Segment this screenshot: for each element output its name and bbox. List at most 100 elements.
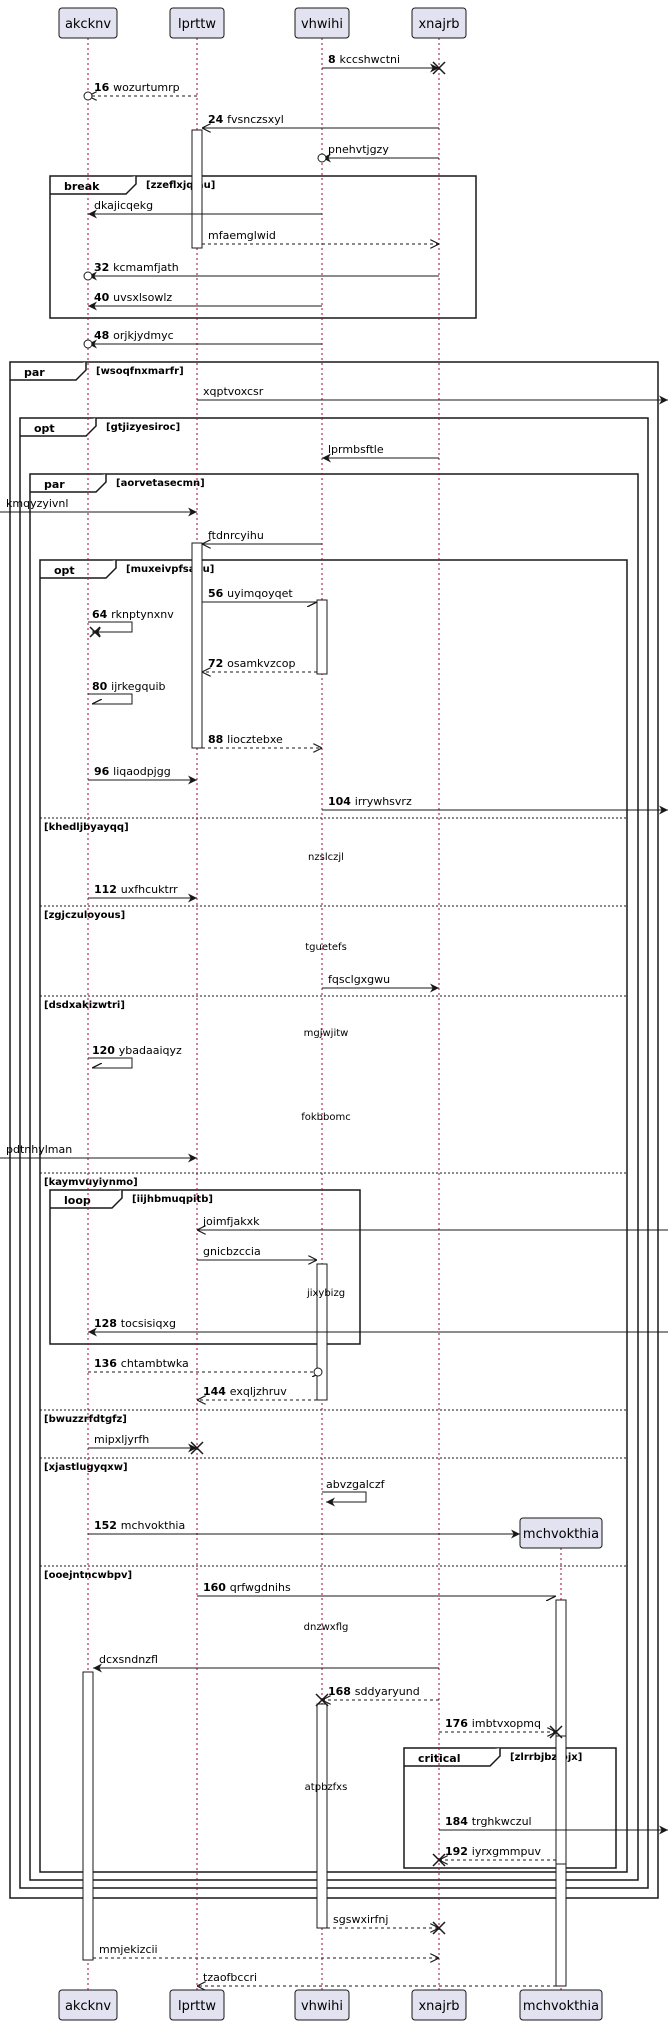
message-dcxsndnzfl: dcxsndnzfl [93,1653,439,1673]
message-uxfhcuktrr: 112 uxfhcuktrr [88,883,197,903]
message-liocztebxe: 88 liocztebxe [202,733,322,748]
message-label: kmqyzyivnl [6,497,68,510]
message-label: fqsclgxgwu [328,973,390,986]
participant-xnajrb-top: xnajrb [411,7,467,39]
message-label: 192 iyrxgmmpuv [445,1845,541,1858]
message-label: 80 ijrkegquib [92,680,166,693]
fragment-opt-2: opt [gtjizyesiroc] [19,417,649,1889]
fragment-condition: [zlrrbjbzipjx] [510,1752,582,1763]
message-layer: 8 kccshwctni 16 wozurtumrp 24 fvsnczsxyl pn… [0,53,668,1986]
message-label: 128 tocsisiqxg [94,1317,176,1330]
message-fqsclgxgwu: fqsclgxgwu [322,973,439,993]
message-irrywhsvrz: 104 irrywhsvrz [322,795,668,815]
else-separator-7: [ooejntncwbpv] [40,1565,627,1581]
participant-vhwihi-top: vhwihi [294,7,350,39]
message-label: dkajicqekg [94,199,153,212]
destroy-mark [315,1693,329,1707]
fragment-condition: [zzeflxjqjau] [146,180,215,191]
participant-label: xnajrb [418,17,459,32]
fragment-loop-5: loop[iijhbmuqpitb] [49,1189,361,1345]
fragment-tag: opt [34,422,55,435]
else-condition: [khedljbyayqq] [44,822,129,833]
lost-circle [313,1367,323,1377]
participant-vhwihi-bottom: vhwihi [294,1989,350,2021]
message-label: 40 uvsxlsowlz [94,291,172,304]
fragment-tag: opt [54,564,75,577]
else-separator-1: [khedljbyayqq] [40,817,627,833]
activation-bar-3 [316,599,328,675]
note-5: jixybizg [306,1288,345,1299]
participant-xnajrb-bottom: xnajrb [411,1989,467,2021]
activation-bar-7 [316,1703,328,1929]
activation-bar-2 [191,542,203,749]
message-label: 16 wozurtumrp [94,81,180,94]
message-label: 152 mchvokthia [94,1519,185,1532]
else-separator-5: [bwuzzrfdtgfz] [40,1409,627,1425]
message-label: sgswxirfnj [333,1913,388,1926]
participant-akcknv-bottom: akcknv [58,1989,118,2021]
message-kcmamfjath: 32 kcmamfjath [83,261,439,281]
message-label: dcxsndnzfl [99,1653,158,1666]
participant-label: mchvokthia [523,1999,599,2014]
message-label: joimfjakxk [202,1215,260,1228]
message-mfaemglwid: mfaemglwid [202,229,439,244]
else-condition: [ooejntncwbpv] [44,1570,132,1581]
participant-layer: akcknv lprttw vhwihi xnajrb mchvokthia akcknv… [58,7,603,2021]
note-6: dnzwxflg [304,1622,349,1633]
message-tzaofbccri: tzaofbccri [197,1971,556,1986]
message-label: abvzgalczf [326,1478,386,1491]
message-arrow [88,1057,133,1068]
message-pnehvtjgzy: pnehvtjgzy [317,143,439,163]
note-2: tguetefs [305,942,347,953]
participant-label: akcknv [65,17,111,32]
else-separator-2: [zgjczuloyous] [40,905,627,921]
message-label: 144 exqljzhruv [203,1385,287,1398]
else-separator-6: [xjastlugyqxw] [40,1457,627,1473]
message-label: 32 kcmamfjath [94,261,179,274]
message-gnicbzccia: gnicbzccia [197,1245,317,1260]
message-label: 24 fvsnczsxyl [208,113,284,126]
fragment-condition: [gtjizyesiroc] [106,422,180,433]
message-label: 104 irrywhsvrz [328,795,412,808]
message-label: ftdnrcyihu [208,529,264,542]
fragment-tag: par [24,366,45,379]
message-imbtvxopmq: 176 imbtvxopmq [439,1717,563,1739]
message-label: 160 qrfwgdnihs [203,1581,291,1594]
message-label: gnicbzccia [203,1245,261,1258]
message-joimfjakxk: joimfjakxk [197,1215,668,1230]
message-arrow [322,1491,367,1507]
message-iyrxgmmpuv: 192 iyrxgmmpuv [432,1845,556,1867]
message-wozurtumrp: 16 wozurtumrp [83,81,197,101]
destroy-mark [432,1921,446,1935]
message-label: 8 kccshwctni [328,53,400,66]
message-label: mfaemglwid [208,229,276,242]
participant-label: akcknv [65,1999,111,2014]
else-separator-3: [dsdxakizwtri] [40,995,627,1011]
message-label: 72 osamkvzcop [208,657,295,670]
participant-mchvokthia-bottom: mchvokthia [519,1989,603,2021]
message-label: 56 uyimqoyqet [208,587,293,600]
activation-bar-8 [555,1735,567,1865]
message-orjkjydmyc: 48 orjkjydmyc [83,329,322,349]
fragment-tag: par [44,478,65,491]
else-separator-4: [kaymvuyiynmo] [40,1172,627,1188]
message-label: pdtnhylman [6,1143,72,1156]
message-dkajicqekg: dkajicqekg [88,199,322,219]
message-label: 64 rknptynxnv [92,608,174,621]
else-condition: [kaymvuyiynmo] [44,1177,138,1188]
message-fvsnczsxyl: 24 fvsnczsxyl [202,113,439,128]
message-sgswxirfnj: sgswxirfnj [327,1913,446,1935]
message-mipxljyrfh: mipxljyrfh [88,1433,204,1455]
message-abvzgalczf: abvzgalczf [322,1478,386,1507]
message-kmqyzyivnl: kmqyzyivnl [0,497,197,517]
participant-label: xnajrb [418,1999,459,2014]
participant-label: lprttw [178,17,216,32]
lost-circle [83,271,93,281]
else-condition: [bwuzzrfdtgfz] [44,1414,127,1425]
activation-bar-6 [82,1671,94,1961]
lost-circle [83,91,93,101]
fragment-tag: break [64,180,100,193]
note-4: fokbbomc [301,1112,350,1123]
participant-label: lprttw [178,1999,216,2014]
